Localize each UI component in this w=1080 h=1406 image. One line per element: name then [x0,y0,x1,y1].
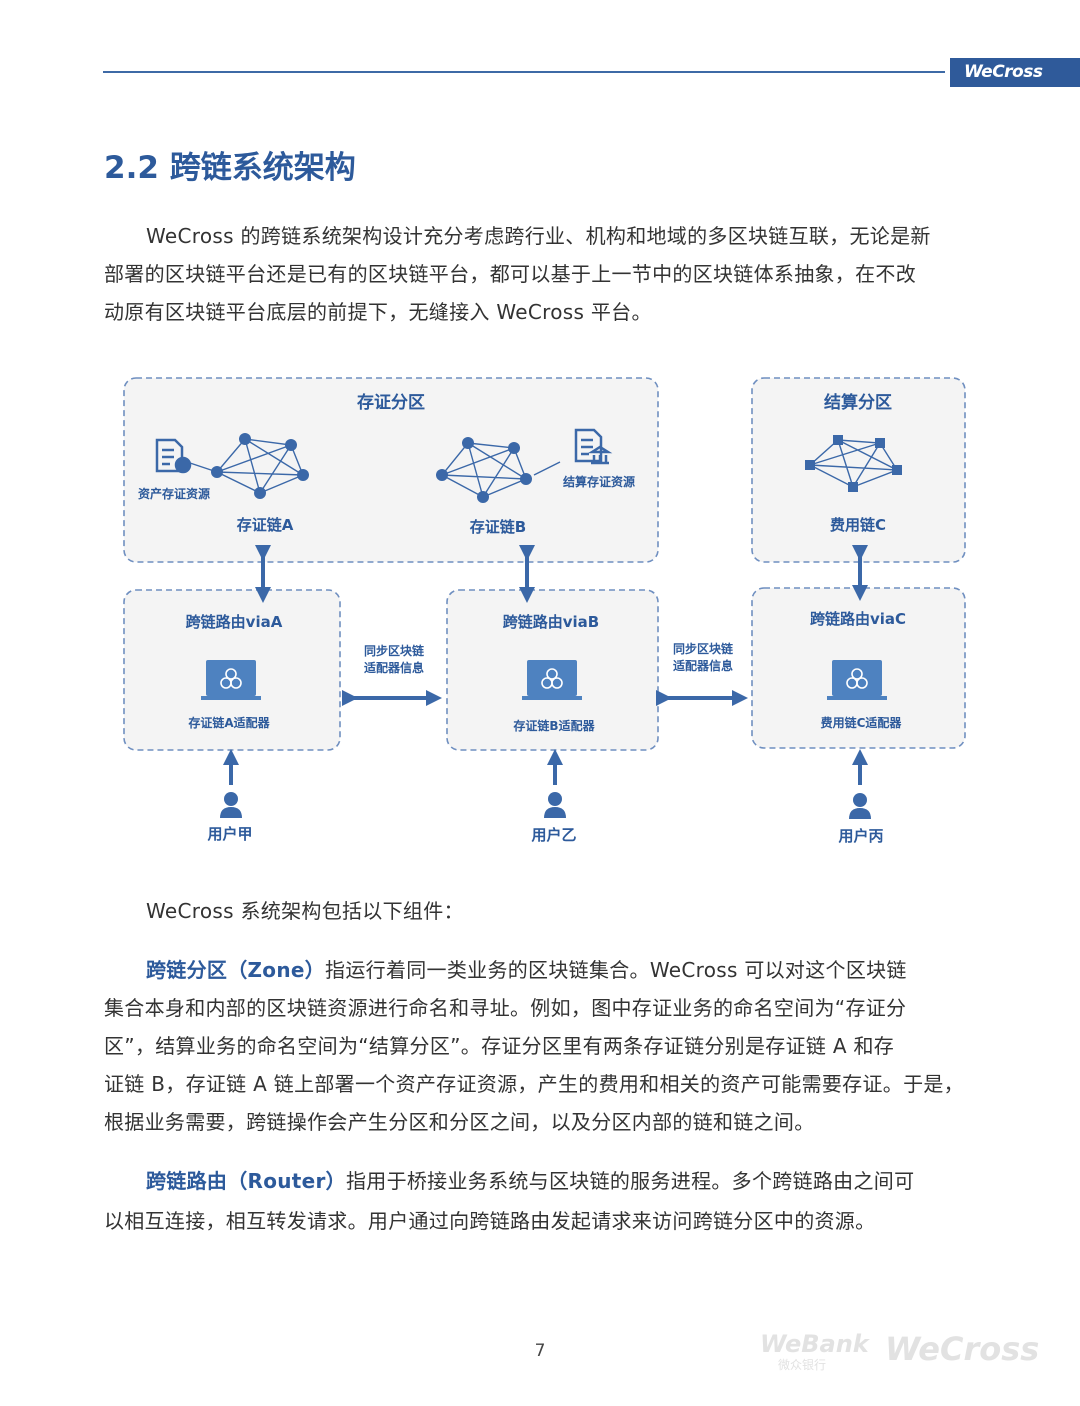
intro-line: WeCross 的跨链系统架构设计充分考虑跨行业、机构和地域的多区块链互联，无论… [146,224,931,248]
header-logo: WeCross [950,58,1080,87]
components-intro: WeCross 系统架构包括以下组件： [146,899,464,923]
header-rule [103,71,945,73]
section-title: 2.2 跨链系统架构 [104,150,356,186]
page-number: 7 [534,1341,546,1361]
router-a-label: 跨链路由viaA [185,613,283,631]
zone-para-line: 根据业务需要，跨链操作会产生分区和分区之间，以及分区内部的链和链之间。 [104,1110,815,1134]
chain-b-label: 存证链B [469,518,527,536]
sync-label-1b: 适配器信息 [363,661,425,675]
zone-para-line: 集合本身和内部的区块链资源进行命名和寻址。例如，图中存证业务的命名空间为“存证分 [104,996,907,1020]
footer-webank-logo: WeBank [760,1330,869,1358]
adapter-c-label: 费用链C适配器 [820,716,902,730]
sync-label-1: 同步区块链 [363,644,425,658]
chain-a-label: 存证链A [236,516,294,534]
zone-para-line: 跨链分区（Zone）指运行着同一类业务的区块链集合。WeCross 可以对这个区… [146,958,907,982]
router-b-label: 跨链路由viaB [502,613,600,631]
zone-settle-label: 结算分区 [824,393,892,413]
adapter-a-label: 存证链A适配器 [188,716,270,730]
adapter-laptop-icons [201,660,887,700]
sync-label-2b: 适配器信息 [672,659,734,673]
zone-storage-label: 存证分区 [357,393,425,413]
zone-para-line: 区”，结算业务的命名空间为“结算分区”。存证分区里有两条存证链分别是存证链 A … [104,1034,895,1058]
arrows [223,545,868,785]
intro-line: 动原有区块链平台底层的前提下，无缝接入 WeCross 平台。 [104,300,652,324]
router-c-label: 跨链路由viaC [809,610,907,628]
intro-line: 部署的区块链平台还是已有的区块链平台，都可以基于上一节中的区块链体系抽象，在不改 [104,262,916,286]
footer-webank-cn: 微众银行 [778,1358,827,1372]
zone-para-line: 证链 B，存证链 A 链上部署一个资产存证资源，产生的费用和相关的资产可能需要存… [104,1072,964,1096]
chain-a-graph [189,438,304,494]
router-para-line: 以相互连接，相互转发请求。用户通过向跨链路由发起请求来访问跨链分区中的资源。 [104,1209,876,1233]
user-a-label: 用户甲 [207,825,253,843]
zone-storage-box [123,377,659,563]
asset-resource-label: 资产存证资源 [137,487,211,501]
settle-resource-label: 结算存证资源 [562,475,636,489]
document-bank-icon [574,428,613,465]
chain-c-graph [808,439,899,488]
sync-label-2: 同步区块链 [672,642,734,656]
footer-wecross-logo: WeCross [885,1330,1040,1368]
user-b-label: 用户乙 [531,826,577,844]
user-icons [220,792,871,819]
zone-term: 跨链分区（Zone） [146,958,326,982]
user-c-label: 用户丙 [838,827,884,845]
chain-b-graph [440,442,561,498]
router-para-line: 跨链路由（Router）指用于桥接业务系统与区块链的服务进程。多个跨链路由之间可 [146,1169,915,1193]
document-dollar-icon [155,438,192,474]
architecture-diagram [123,377,966,819]
chain-c-label: 费用链C [829,516,887,534]
router-term: 跨链路由（Router） [146,1169,346,1193]
adapter-b-label: 存证链B适配器 [513,719,595,733]
